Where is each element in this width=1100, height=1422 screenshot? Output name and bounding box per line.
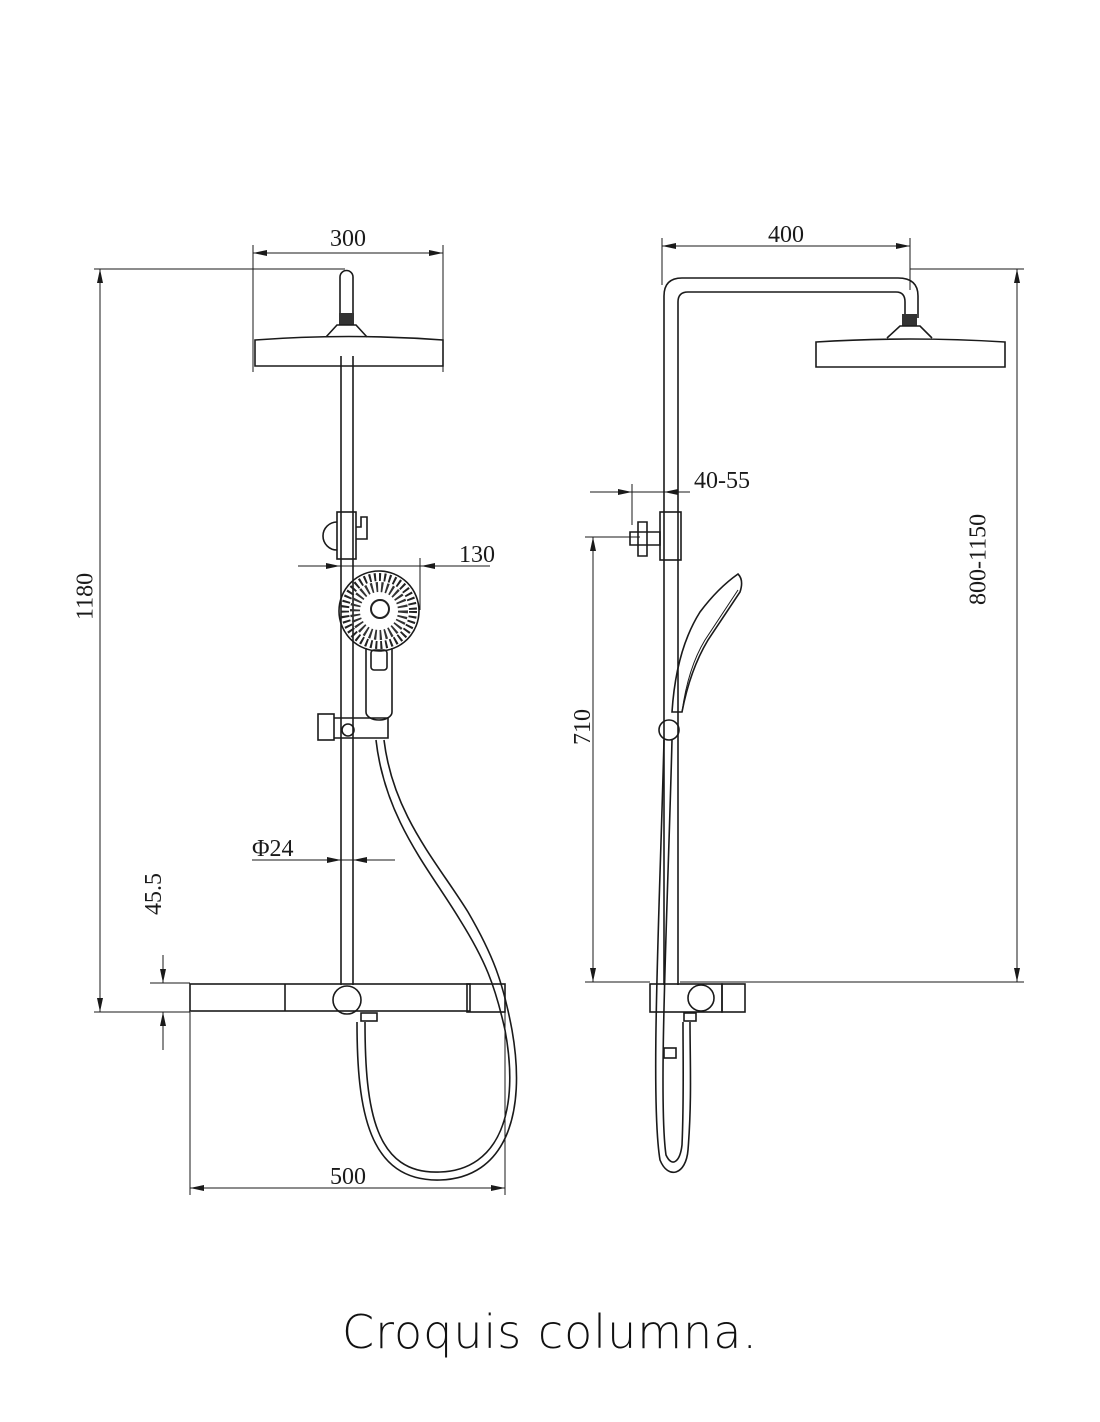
dim-label-40-55: 40-55 <box>694 468 750 494</box>
dim-40-55: 40-55 <box>590 468 750 525</box>
dim-710: 710 <box>570 536 650 983</box>
column-pipe <box>340 356 354 985</box>
dim-label-1180: 1180 <box>72 573 98 620</box>
side-holder-and-wall-valve <box>629 511 682 561</box>
dim-label-400: 400 <box>768 222 804 248</box>
hand-shower <box>338 570 420 721</box>
dim-400: 400 <box>661 222 911 290</box>
dim-label-300: 300 <box>330 226 366 252</box>
dim-phi24: Φ24 <box>252 836 395 863</box>
front-view: 300 1180 130 Φ24 45.5 <box>72 226 518 1195</box>
side-thermostat <box>649 983 746 1059</box>
slider-bracket <box>317 713 389 741</box>
dim-130: 130 <box>298 542 495 610</box>
rain-shower-head <box>254 269 444 367</box>
hose <box>356 739 518 1181</box>
side-rain-head <box>815 314 1006 368</box>
side-hand-shower <box>658 572 743 741</box>
side-view: 400 800-1150 40-55 710 <box>570 222 1024 1174</box>
dim-1180: 1180 <box>72 268 345 1013</box>
dim-label-710: 710 <box>570 709 596 745</box>
dim-label-500: 500 <box>330 1164 366 1190</box>
dim-label-45-5: 45.5 <box>141 873 167 915</box>
dim-500: 500 <box>189 1012 506 1195</box>
dim-45-5: 45.5 <box>141 873 190 1050</box>
side-hose <box>654 739 692 1174</box>
column-arm <box>663 277 919 985</box>
dim-label-130: 130 <box>459 542 495 568</box>
dim-300: 300 <box>252 226 444 372</box>
thermostatic-shelf <box>189 983 506 1022</box>
dim-800-1150: 800-1150 <box>680 268 1024 983</box>
diverter-holder <box>322 511 368 560</box>
dim-label-phi24: Φ24 <box>252 836 294 862</box>
dim-label-800-1150: 800-1150 <box>965 514 991 605</box>
caption: Croquis columna. <box>341 1305 759 1359</box>
